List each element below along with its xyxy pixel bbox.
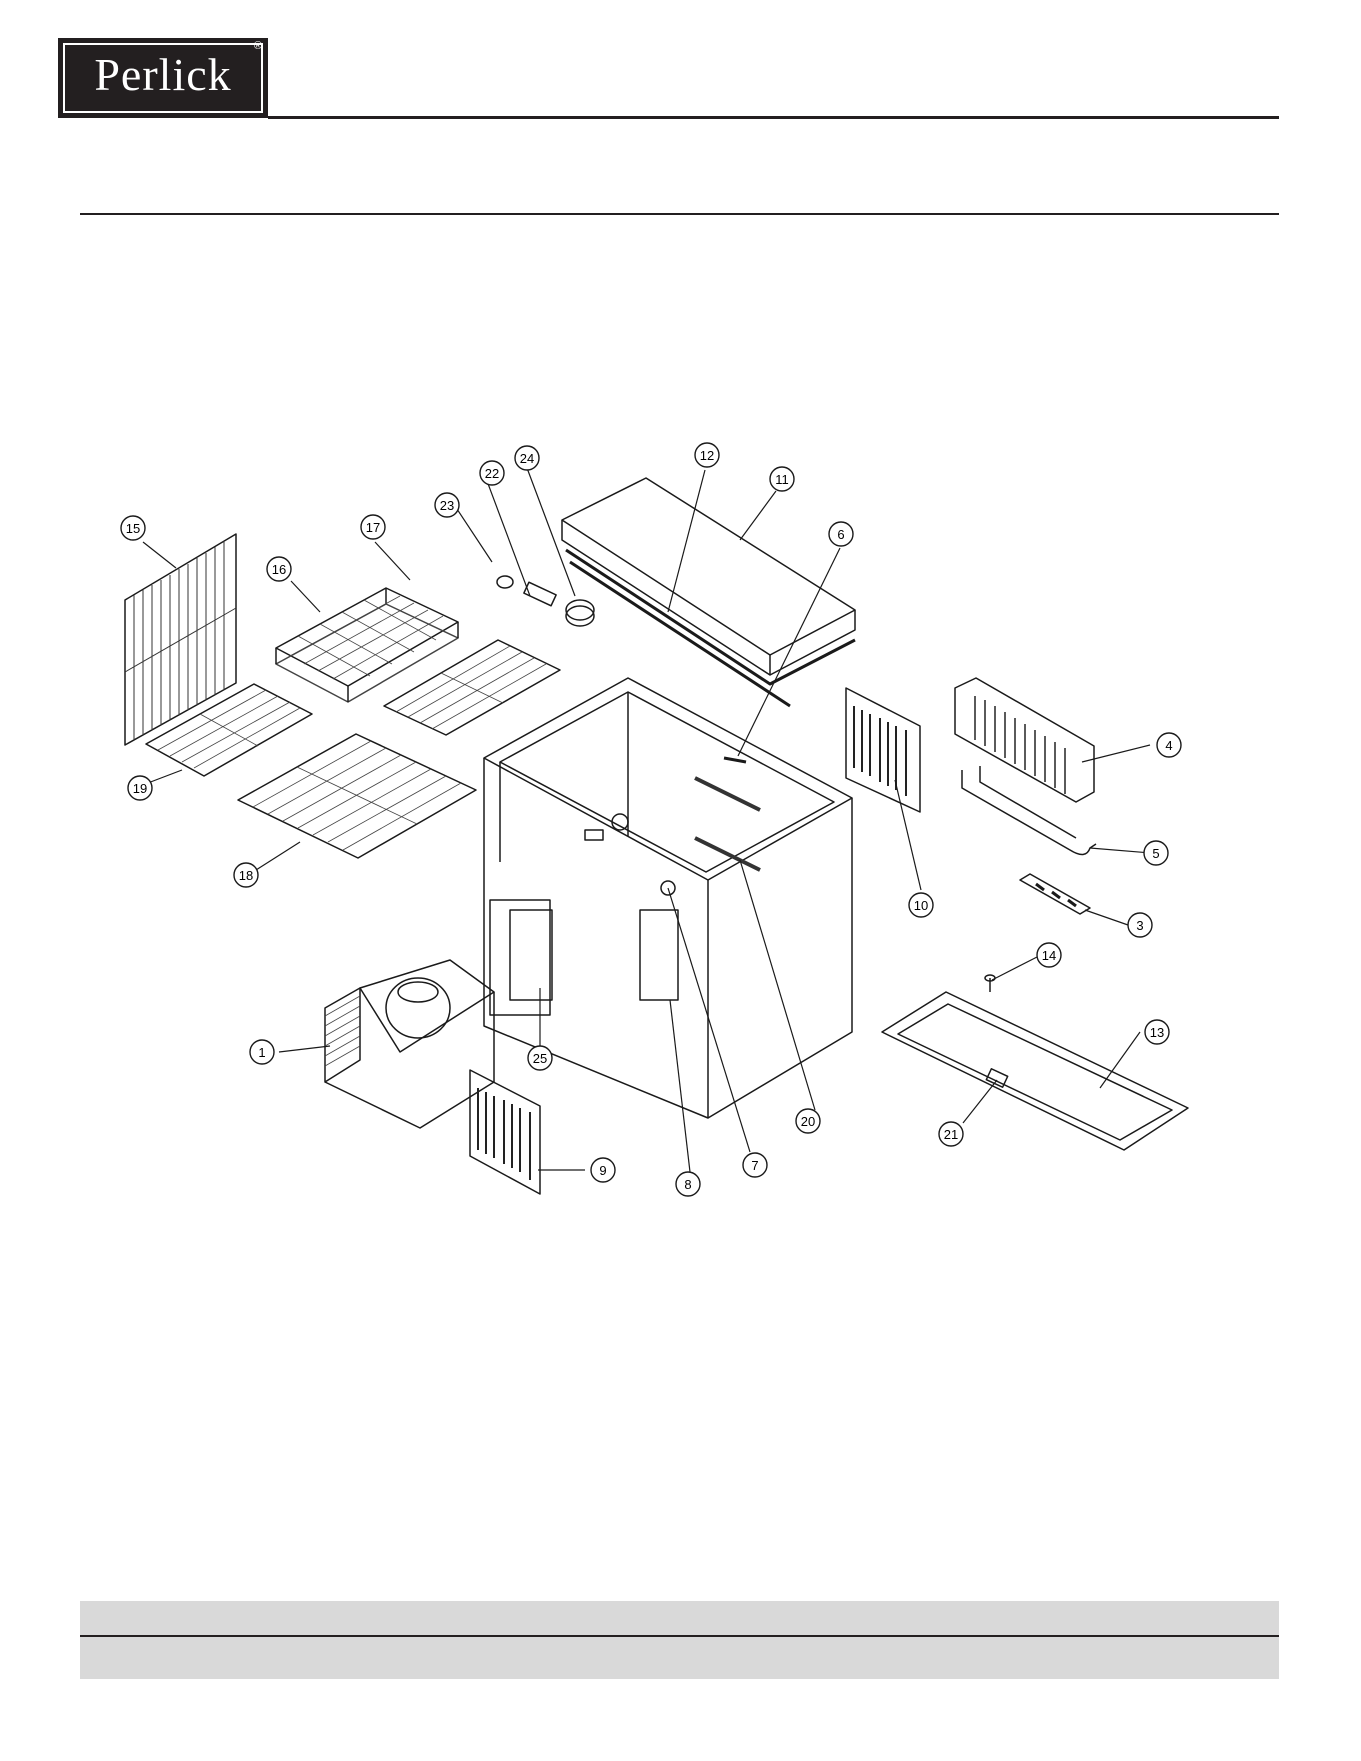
- callout-21: 21: [944, 1127, 958, 1142]
- callout-12: 12: [700, 448, 714, 463]
- callout-5: 5: [1152, 846, 1159, 861]
- callout-1: 1: [258, 1045, 265, 1060]
- louvered-grille-front: [470, 1070, 540, 1194]
- coil-bracket: [1020, 874, 1090, 914]
- footer-band-upper: [80, 1601, 1279, 1635]
- callout-25: 25: [533, 1051, 547, 1066]
- callout-17: 17: [366, 520, 380, 535]
- callout-20: 20: [801, 1114, 815, 1129]
- callout-13: 13: [1150, 1025, 1164, 1040]
- callout-14: 14: [1042, 948, 1056, 963]
- wire-shelf-large: [238, 734, 476, 858]
- drip-tray: [882, 992, 1188, 1150]
- condensing-unit: [325, 960, 494, 1128]
- callout-6: 6: [837, 527, 844, 542]
- wire-basket: [276, 588, 458, 702]
- callout-22: 22: [485, 466, 499, 481]
- callout-15: 15: [126, 521, 140, 536]
- callout-19: 19: [133, 781, 147, 796]
- wire-shelf-upper: [384, 640, 560, 735]
- footer-band-lower: [80, 1637, 1279, 1679]
- lid-hinge-pin: [724, 758, 746, 762]
- callout-4: 4: [1165, 738, 1172, 753]
- drain-tube-inner: [980, 766, 1076, 838]
- wire-rack-vertical: [125, 534, 236, 745]
- callout-11: 11: [775, 472, 789, 487]
- tray-clip: [985, 975, 995, 992]
- callout-8: 8: [684, 1177, 691, 1192]
- callout-10: 10: [914, 898, 928, 913]
- callout-16: 16: [272, 562, 286, 577]
- callout-7: 7: [751, 1158, 758, 1173]
- callout-18: 18: [239, 868, 253, 883]
- callout-23: 23: [440, 498, 454, 513]
- wire-shelf-small: [146, 684, 312, 776]
- evaporator-coil: [955, 678, 1094, 802]
- callout-24: 24: [520, 451, 534, 466]
- callout-3: 3: [1136, 918, 1143, 933]
- louvered-grille-rear: [846, 688, 920, 812]
- callout-9: 9: [599, 1163, 606, 1178]
- small-fittings: [497, 576, 594, 626]
- cabinet-lid: [562, 478, 855, 706]
